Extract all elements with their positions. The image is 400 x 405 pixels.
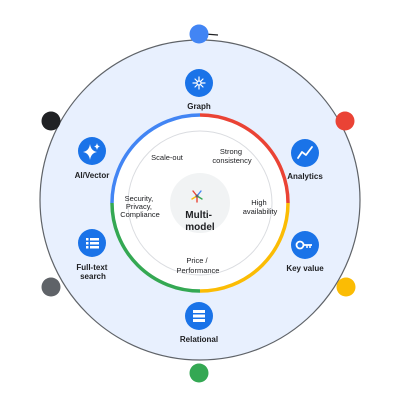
- sparkle-icon: [83, 143, 100, 160]
- ring-label-price-performance: Price / Performance: [177, 256, 220, 275]
- model-node-key-value[interactable]: Key value: [286, 231, 324, 273]
- ring-arc-blue: [110, 113, 201, 204]
- blue-dot: [189, 24, 209, 44]
- multi-model-logo-icon: [191, 190, 203, 203]
- red-dot: [335, 111, 355, 131]
- graph-icon: [192, 76, 206, 90]
- key-value-label: Key value: [286, 264, 324, 273]
- inner-gray-ring: [127, 130, 273, 276]
- orbit-dots: [41, 24, 356, 383]
- center-disc: [170, 173, 230, 233]
- model-node-graph[interactable]: Graph: [185, 69, 213, 111]
- analytics-node-circle: [291, 139, 319, 167]
- svg-text:Multi- model: Multi- model: [185, 210, 215, 233]
- green-dot: [189, 363, 209, 383]
- table-icon: [193, 310, 205, 322]
- model-node-relational[interactable]: Relational: [180, 302, 218, 344]
- analytics-label: Analytics: [287, 172, 323, 181]
- model-node-ai-vector[interactable]: AI/Vector: [75, 137, 110, 180]
- yellow-dot: [336, 277, 356, 297]
- model-node-full-text-search[interactable]: Full-text search: [76, 229, 109, 281]
- gray-dot: [41, 277, 61, 297]
- ring-arc-yellow: [199, 202, 290, 293]
- trend-line-icon: [297, 146, 313, 159]
- ring-arc-red: [199, 113, 290, 204]
- center-title-line-2: model: [185, 222, 215, 233]
- ring-label-scale-out: Scale-out: [151, 153, 184, 162]
- center-title-line-1: Multi-: [185, 210, 212, 221]
- inner-ring: [110, 113, 290, 293]
- relational-label: Relational: [180, 335, 218, 344]
- ring-label-high-availability: High availability: [243, 198, 278, 216]
- ring-label-security-privacy-compliance: Security, Privacy, Compliance: [120, 194, 160, 219]
- key-icon: [295, 240, 312, 250]
- graph-label: Graph: [187, 102, 211, 111]
- ai-vector-label: AI/Vector: [75, 171, 110, 180]
- list-icon: [86, 238, 99, 249]
- full-text-search-label: Full-text search: [76, 263, 109, 281]
- model-node-analytics[interactable]: Analytics: [287, 139, 323, 181]
- ring-label-strong-consistency: Strong consistency: [212, 147, 251, 165]
- ring-arc-green: [110, 202, 201, 293]
- black-dot: [41, 111, 61, 131]
